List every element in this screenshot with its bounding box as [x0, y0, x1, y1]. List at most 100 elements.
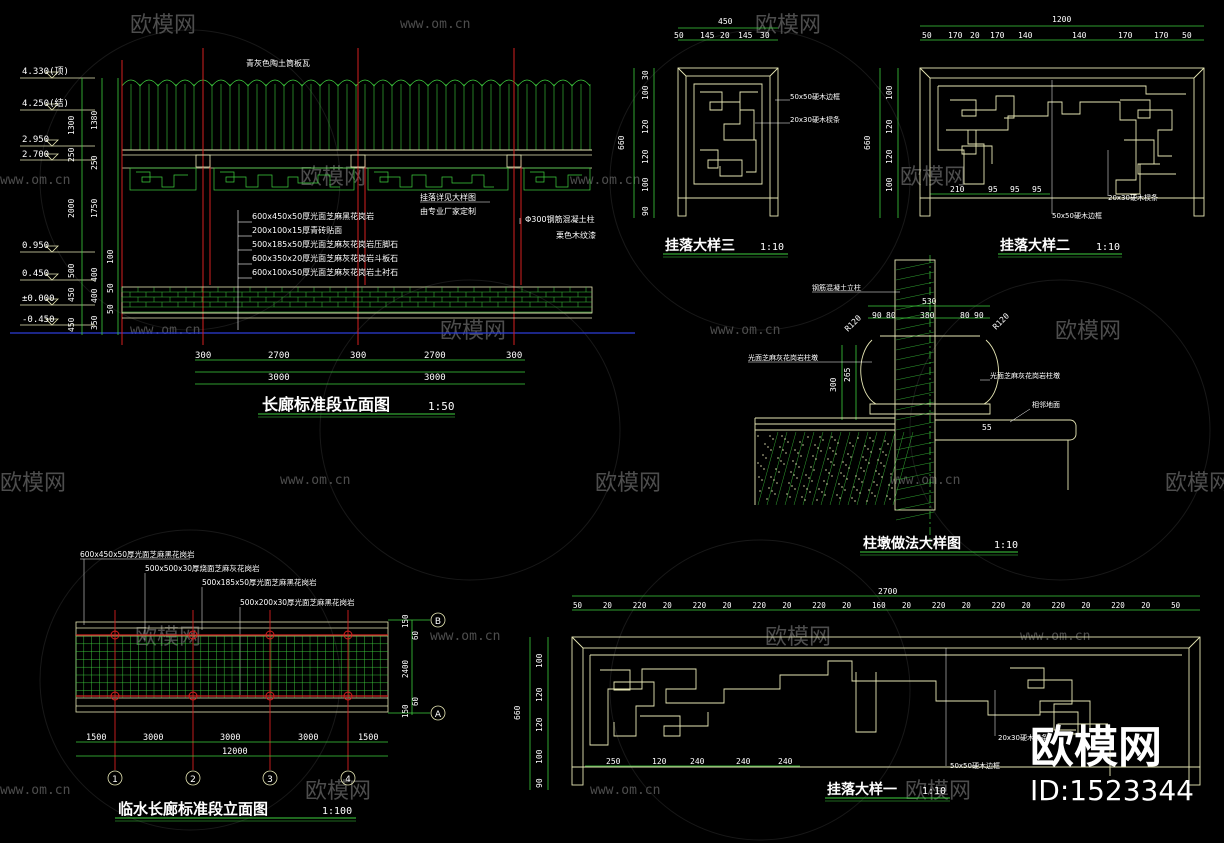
watermark-brand: 欧模网: [755, 13, 821, 38]
watermark-brand: 欧模网: [595, 471, 661, 496]
gravel-dot: [783, 463, 785, 465]
dim-label: 1500: [358, 733, 378, 743]
gravel-dot: [790, 471, 792, 473]
dim-label: 100: [641, 177, 650, 192]
level-label: 2.950: [22, 135, 49, 145]
dim-label: 50: [922, 31, 932, 40]
dim-label: 95: [1010, 185, 1020, 194]
soil-hatch: [820, 431, 842, 506]
part-note: 钢筋混凝土立柱: [812, 283, 861, 292]
gravel-dot: [826, 483, 828, 485]
dim-label: 1750: [90, 199, 99, 218]
gravel-dot: [834, 439, 836, 441]
dim-label: 450: [718, 17, 733, 26]
dim-label: 220: [693, 601, 707, 610]
gravel-dot: [757, 435, 759, 437]
part-note: 20x30硬木棂条: [790, 115, 840, 124]
watermark-url: www.om.cn: [570, 173, 640, 188]
watermark-brand: 欧模网: [900, 165, 966, 190]
gravel-dot: [879, 448, 881, 450]
concrete-hatch: [895, 371, 935, 381]
gravel-dot: [856, 489, 858, 491]
level-label: 4.330(顶): [22, 66, 69, 77]
dim-label: 150: [401, 704, 410, 718]
dim-label: 100: [641, 85, 650, 100]
dim-label: 3000: [424, 373, 446, 383]
gravel-dot: [868, 462, 870, 464]
watermark-url: www.om.cn: [130, 323, 200, 338]
dim-label: 170: [1154, 31, 1169, 40]
level-label: 4.250(结): [22, 97, 69, 109]
dim-label: 300: [506, 351, 522, 361]
gravel-dot: [798, 466, 800, 468]
axis-label: B: [435, 617, 441, 627]
dim-label: 20: [723, 601, 733, 610]
gravel-dot: [865, 459, 867, 461]
concrete-hatch: [895, 461, 935, 471]
dim-label: 20: [902, 601, 912, 610]
gravel-dot: [850, 456, 852, 458]
dim-label: 250: [90, 155, 99, 170]
dim-label: 300: [195, 351, 211, 361]
dim-label: 90: [872, 311, 882, 320]
dim-label: 90: [974, 311, 984, 320]
gravel-dot: [854, 500, 856, 502]
dim-label: 220: [812, 601, 826, 610]
watermark-layer: 欧模网 欧模网 欧模网 欧模网 欧模网 欧模网 欧模网 欧模网 欧模网 欧模网 …: [0, 13, 1224, 841]
dim-label: 3000: [298, 733, 318, 743]
soil-hatch: [829, 431, 851, 506]
gravel-dot: [768, 487, 770, 489]
gravel-dot: [874, 495, 876, 497]
material-note: 600x350x20厚光面芝麻灰花岗岩斗板石: [252, 253, 398, 263]
dim-label: 240: [690, 757, 705, 766]
soil-hatch: [856, 431, 878, 506]
axis-label: A: [435, 710, 442, 720]
pier-detail: 530 90 80 380 80 90 R120 R120 300 265 55: [748, 255, 1077, 556]
dim-label: 170: [1118, 31, 1133, 40]
dim-label: 1300: [67, 116, 76, 135]
gravel-dot: [851, 497, 853, 499]
dim-label: 20: [663, 601, 673, 610]
gravel-dot: [806, 488, 808, 490]
dim-label: 170: [948, 31, 963, 40]
dim-label: 220: [1111, 601, 1125, 610]
dim-label: 20: [782, 601, 792, 610]
gravel-dot: [877, 459, 879, 461]
gravel-dot: [889, 498, 891, 500]
gravel-dot: [814, 444, 816, 446]
gravel-dot: [878, 473, 880, 475]
watermark-brand: 欧模网: [305, 779, 371, 804]
watermark-brand: 欧模网: [1055, 319, 1121, 344]
material-note: 600x450x50厚光面芝麻黑花岗岩: [80, 549, 195, 559]
gravel-dot: [809, 491, 811, 493]
gravel-dot: [791, 485, 793, 487]
gravel-dot: [871, 492, 873, 494]
gravel-dot: [884, 440, 886, 442]
gravel-dot: [816, 499, 818, 501]
dim-label: 350: [90, 315, 99, 330]
level-label: 2.700: [22, 150, 49, 160]
concrete-hatch: [895, 481, 935, 491]
gravel-dot: [863, 470, 865, 472]
dim-label: R120: [991, 311, 1011, 331]
hanging-note: 由专业厂家定制: [420, 206, 476, 216]
dim-label: 20: [1081, 601, 1091, 610]
gravel-dot: [803, 485, 805, 487]
dim-label: 120: [885, 149, 894, 164]
material-note: 500x185x50厚光面芝麻灰花岗岩压脚石: [252, 239, 398, 249]
soil-hatch: [784, 431, 806, 506]
watermark-url: www.om.cn: [890, 473, 960, 488]
dim-label: 2000: [67, 199, 76, 218]
dim-label: 80: [960, 311, 970, 320]
dim-label: 300: [350, 351, 366, 361]
concrete-hatch: [895, 441, 935, 451]
gravel-dot: [832, 450, 834, 452]
dim-label: 450: [67, 317, 76, 332]
gravel-dot: [833, 464, 835, 466]
gravel-dot: [818, 488, 820, 490]
dim-label: 400: [90, 267, 99, 282]
gravel-dot: [844, 489, 846, 491]
gravel-dot: [857, 437, 859, 439]
material-note: 500x185x50厚光面芝麻黑花岗岩: [202, 577, 317, 587]
concrete-hatch: [895, 331, 935, 341]
